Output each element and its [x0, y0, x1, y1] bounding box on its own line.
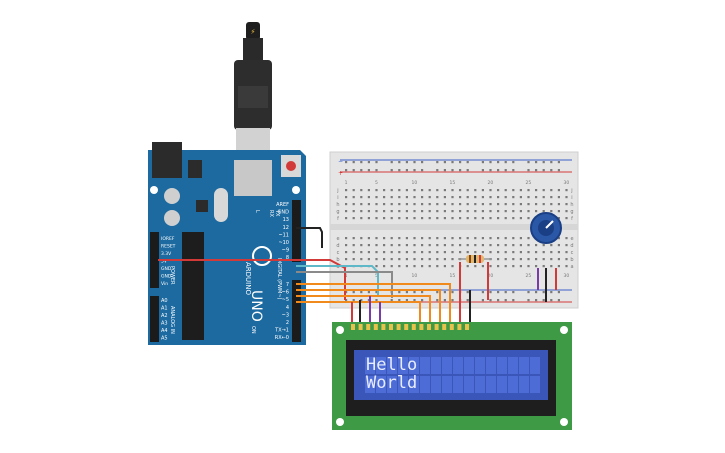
power-pin-label: 3.3V: [161, 251, 172, 257]
digital-pin-label: ~6: [282, 290, 289, 296]
row-letter: c: [571, 250, 574, 256]
row-letter: b: [336, 257, 339, 263]
column-number: 1: [345, 180, 348, 186]
power-pin-label: IOREF: [161, 236, 175, 242]
power-pin-label: RESET: [161, 244, 176, 250]
digital-pin-label: ~5: [282, 297, 289, 303]
lcd-character-cells: [365, 357, 540, 393]
row-letter: j: [336, 188, 338, 194]
power-pin-label: GND: [161, 266, 172, 272]
model-label: UNO: [248, 290, 264, 322]
analog-pin-label: A4: [161, 328, 168, 334]
potentiometer[interactable]: [530, 212, 562, 244]
analog-pin-label: A5: [161, 336, 168, 342]
digital-pin-label: ~11: [278, 232, 289, 238]
digital-pin-label: 7: [286, 282, 289, 288]
row-letter: c: [337, 250, 340, 256]
row-letter: d: [336, 243, 339, 249]
arduino-logo-icon: [252, 246, 272, 266]
column-number: 15: [450, 273, 456, 279]
analog-header[interactable]: [150, 296, 159, 342]
column-number: 25: [526, 180, 532, 186]
analog-pin-label: A2: [161, 313, 168, 319]
power-group-label: POWER: [169, 266, 175, 285]
power-pin-label: Vin: [161, 281, 168, 287]
power-pin-label: 5V: [161, 259, 168, 265]
svg-text:⚡: ⚡: [251, 28, 256, 36]
lcd-pin-header[interactable]: [351, 324, 469, 330]
power-jack: [152, 142, 182, 178]
rail-minus-label: −: [338, 158, 343, 165]
row-letter: j: [570, 188, 572, 194]
wires[interactable]: [158, 227, 557, 322]
digital-pin-label: 4: [286, 305, 289, 311]
row-letter: g: [570, 209, 573, 215]
digital-pin-label: ~10: [278, 240, 289, 246]
analog-pin-label: A1: [161, 306, 168, 312]
atmega-chip: [182, 232, 204, 340]
brand-logo-text: ARDUINO: [244, 262, 252, 295]
digital-group-label: DIGITAL (PWM~): [276, 258, 282, 300]
led-label-rx: RX: [268, 210, 274, 217]
digital-pin-label: TX→1: [274, 328, 289, 334]
column-number: 30: [564, 273, 570, 279]
digital-pin-label: ~9: [282, 248, 289, 254]
row-letter: f: [571, 216, 573, 222]
digital-pin-label: ~3: [282, 312, 289, 318]
column-number: 5: [375, 180, 378, 186]
column-number: 5: [375, 273, 378, 279]
row-letter: b: [570, 257, 573, 263]
row-letter: f: [337, 216, 339, 222]
column-number: 10: [412, 180, 418, 186]
resistor[interactable]: [458, 255, 492, 263]
row-letter: h: [570, 202, 573, 208]
led-label-l: L: [254, 210, 260, 213]
row-letter: d: [570, 243, 573, 249]
column-number: 15: [450, 180, 456, 186]
row-letter: e: [570, 236, 573, 242]
digital-pin-label: 2: [286, 320, 289, 326]
power-header[interactable]: [150, 232, 159, 288]
usb-cable[interactable]: ⚡: [234, 22, 272, 168]
row-letter: e: [336, 236, 339, 242]
lcd-module[interactable]: [332, 322, 572, 430]
column-number: 25: [526, 273, 532, 279]
lcd-line-2: World: [366, 373, 418, 393]
power-pin-label: GND: [161, 274, 172, 280]
digital-pin-label: AREF: [276, 202, 289, 208]
on-label: ON: [250, 326, 256, 334]
digital-pin-label: RX←0: [275, 335, 289, 341]
digital-header-high[interactable]: [292, 200, 301, 262]
digital-header-low[interactable]: [292, 280, 301, 342]
digital-pin-label: 8: [286, 255, 289, 261]
rail-plus-label: +: [338, 170, 343, 177]
row-letter: h: [336, 202, 339, 208]
analog-pin-label: A0: [161, 298, 168, 304]
digital-pin-label: 13: [283, 217, 289, 223]
lcd-line-1: Hello: [366, 355, 418, 375]
led-label-tx: TX: [274, 209, 280, 217]
digital-pin-label: GND: [278, 210, 290, 216]
column-number: 1: [345, 273, 348, 279]
row-letter: g: [336, 209, 339, 215]
analog-pin-label: A3: [161, 321, 168, 327]
arduino-uno-board[interactable]: ARDUINO UNO TX RX L ON POWER ANALOG IN D…: [148, 142, 306, 345]
column-number: 10: [412, 273, 418, 279]
column-number: 20: [488, 180, 494, 186]
row-letter: a: [570, 264, 573, 270]
column-number: 20: [488, 273, 494, 279]
column-number: 30: [564, 180, 570, 186]
row-letter: i: [571, 195, 572, 201]
analog-group-label: ANALOG IN: [169, 306, 175, 334]
digital-pin-label: 12: [283, 225, 289, 231]
row-letter: i: [337, 195, 338, 201]
usb-port: [234, 160, 272, 196]
